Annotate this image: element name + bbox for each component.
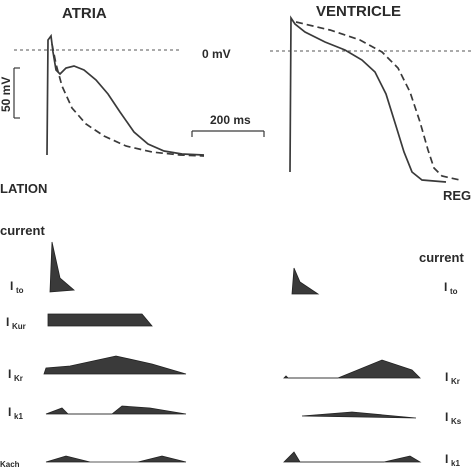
left-current-label: current <box>0 223 45 238</box>
ventricle-ikr-main-current <box>337 359 421 379</box>
svg-text:I: I <box>445 452 448 466</box>
right-iks-label: I Ks <box>445 410 462 426</box>
left-ito-label: I to <box>10 279 24 295</box>
ventricle-ap-dashed-trace <box>295 21 461 181</box>
svg-text:I: I <box>8 367 11 381</box>
svg-text:I: I <box>445 370 448 384</box>
svg-text:I: I <box>445 410 448 424</box>
ventricle-ik1-current <box>283 451 422 463</box>
ventricle-ikr-current <box>283 375 289 379</box>
atria-ikach-current <box>45 455 187 463</box>
left-ik1-label: I k1 <box>8 405 23 421</box>
atria-ikur-current <box>47 313 153 327</box>
right-ito-label: I to <box>444 280 458 296</box>
ventricle-ap-solid-trace <box>289 15 447 183</box>
voltage-scale-label: 50 mV <box>0 77 13 112</box>
atria-ap-solid-trace <box>46 33 205 156</box>
left-section-label: LATION <box>0 181 47 196</box>
atria-title: ATRIA <box>62 5 107 22</box>
atria-ik1-current <box>45 405 187 415</box>
time-scale-label: 200 ms <box>210 113 251 127</box>
ventricle-title: VENTRICLE <box>316 3 401 20</box>
svg-text:I: I <box>10 279 13 293</box>
right-ikr-label: I Kr <box>445 370 460 386</box>
svg-text:to: to <box>450 287 458 296</box>
ventricle-ito-current <box>291 267 320 295</box>
svg-text:k1: k1 <box>14 412 23 421</box>
left-ikach-label: Kach <box>0 460 20 469</box>
svg-text:I: I <box>444 280 447 294</box>
atria-ikr-current <box>43 355 187 375</box>
svg-text:Kur: Kur <box>12 322 26 331</box>
right-current-label: current <box>419 250 464 265</box>
ventricle-iks-current <box>301 411 417 419</box>
svg-text:k1: k1 <box>451 459 460 468</box>
svg-text:Kr: Kr <box>14 374 23 383</box>
svg-text:to: to <box>16 286 24 295</box>
left-ikur-label: I Kur <box>6 315 26 331</box>
svg-text:Kr: Kr <box>451 377 460 386</box>
atria-ito-current <box>49 241 75 293</box>
svg-text:I: I <box>6 315 9 329</box>
svg-text:Kach: Kach <box>0 460 20 469</box>
left-ikr-label: I Kr <box>8 367 23 383</box>
zero-mv-label: 0 mV <box>202 47 231 61</box>
svg-text:I: I <box>8 405 11 419</box>
right-section-label: REG <box>443 188 471 203</box>
right-ik1-label: I k1 <box>445 452 460 468</box>
svg-text:Ks: Ks <box>451 417 462 426</box>
atria-ap-dashed-trace <box>51 43 205 157</box>
